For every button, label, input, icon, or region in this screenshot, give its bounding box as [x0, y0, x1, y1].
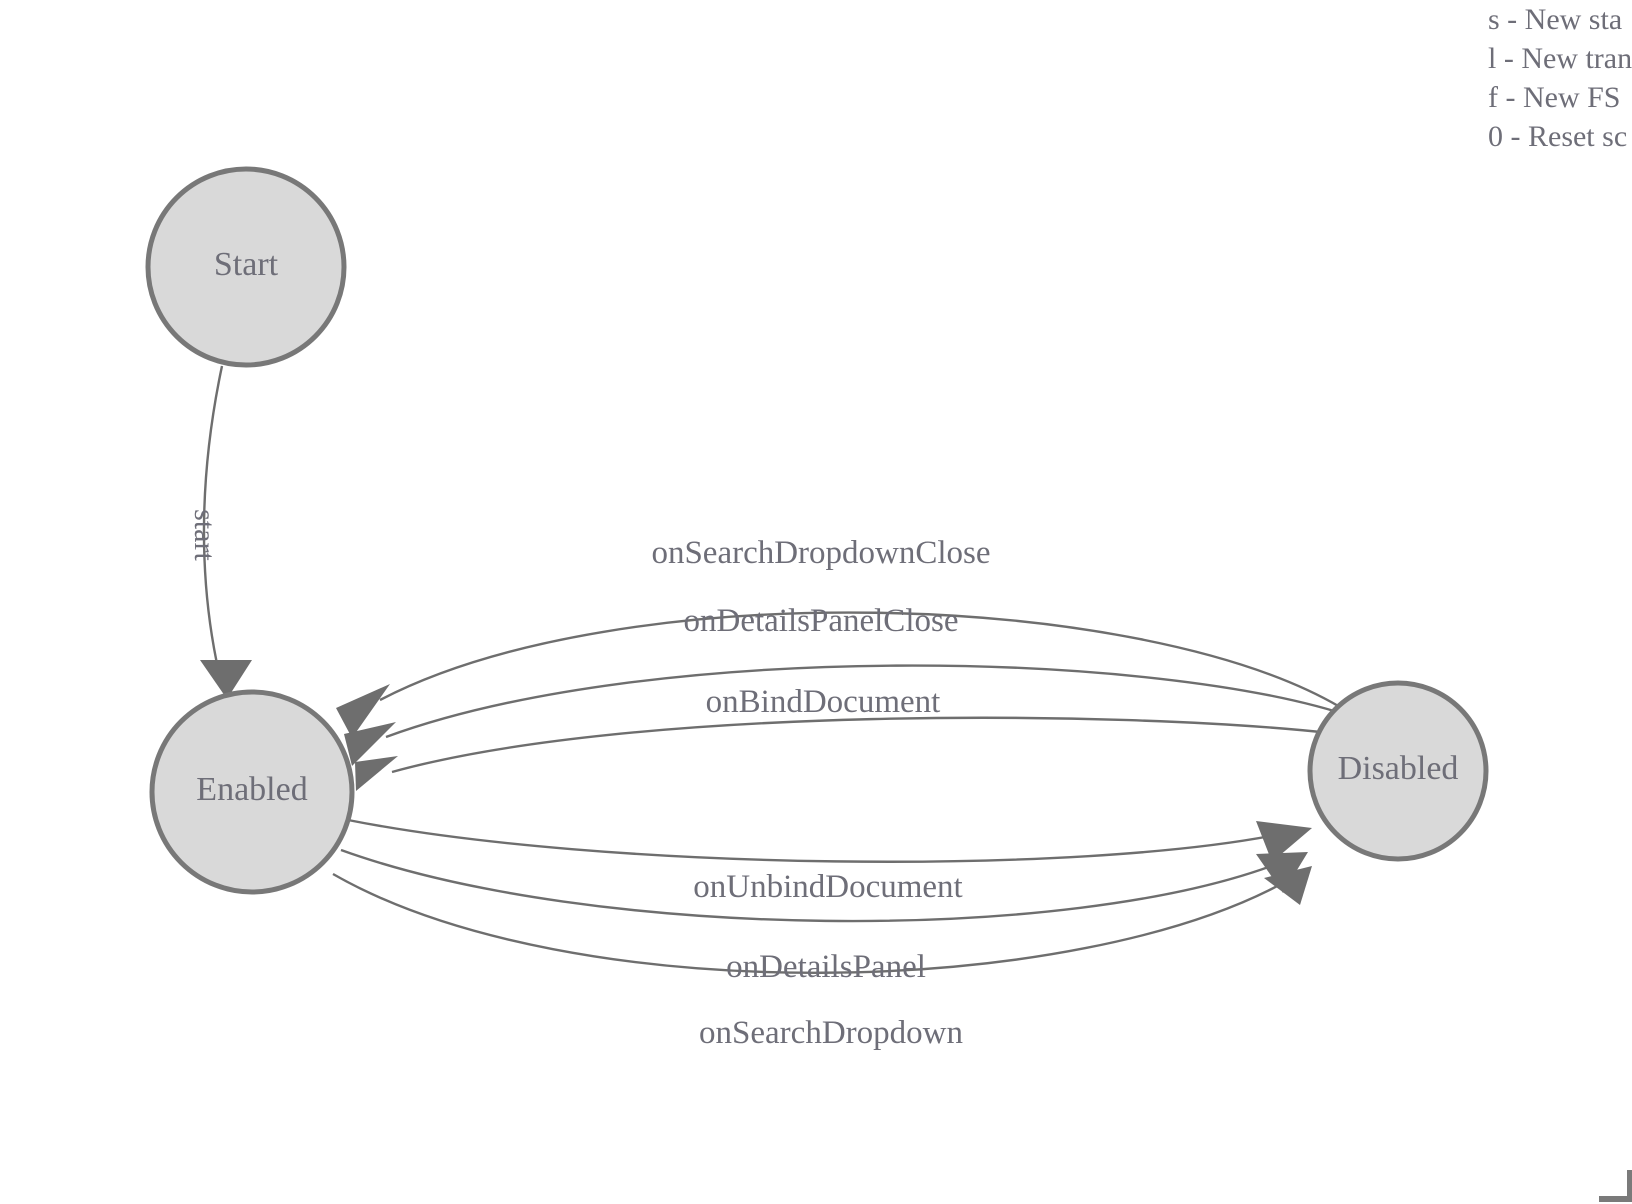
node-disabled-circle[interactable] — [1307, 680, 1489, 862]
edge-disabled-to-enabled-binddocument[interactable] — [355, 716, 1331, 791]
edge-label-onSearchDropdownClose: onSearchDropdownClose — [651, 535, 990, 571]
edge-enabled-to-disabled-unbinddocument[interactable] — [347, 818, 1312, 863]
edge-path-onDetailsPanel — [340, 848, 1283, 923]
edge-label-onUnbindDocument: onUnbindDocument — [693, 869, 962, 905]
node-disabled-label: Disabled — [1338, 750, 1459, 787]
node-enabled-label: Enabled — [196, 771, 307, 808]
edge-disabled-to-enabled-detailspanelclose[interactable] — [344, 664, 1357, 766]
edge-label-start: start — [188, 509, 221, 561]
edge-label-onDetailsPanel: onDetailsPanel — [726, 949, 926, 985]
edge-enabled-to-disabled-searchdropdown[interactable] — [332, 866, 1312, 974]
node-enabled-circle[interactable] — [149, 689, 355, 895]
arrowhead-onDetailsPanelClose — [344, 722, 396, 766]
node-disabled[interactable]: Disabled — [1307, 680, 1489, 862]
node-start[interactable]: Start — [145, 166, 347, 368]
edge-path-onSearchDropdownClose — [379, 611, 1341, 709]
edge-enabled-to-disabled-detailspanel[interactable] — [340, 848, 1308, 923]
edge-path-onDetailsPanelClose — [385, 664, 1357, 739]
edge-path-onSearchDropdown — [332, 872, 1293, 974]
edge-label-onSearchDropdown: onSearchDropdown — [699, 1015, 963, 1051]
node-start-label: Start — [214, 246, 279, 283]
arrowhead-onBindDocument — [355, 756, 398, 791]
node-enabled[interactable]: Enabled — [149, 689, 355, 895]
arrowhead-start-to-enabled — [200, 660, 252, 699]
edge-path-onUnbindDocument — [347, 818, 1287, 863]
arrowhead-onSearchDropdown — [1264, 866, 1312, 905]
edge-label-onDetailsPanelClose: onDetailsPanelClose — [684, 603, 959, 639]
edge-start-to-enabled[interactable] — [200, 365, 252, 699]
edge-disabled-to-enabled-searchdropdownclose[interactable] — [336, 611, 1341, 738]
arrowhead-onDetailsPanel — [1256, 852, 1308, 893]
arrowhead-onUnbindDocument — [1256, 821, 1312, 862]
vertical-scrollbar-thumb[interactable] — [1627, 1170, 1632, 1196]
edge-path-onBindDocument — [391, 716, 1331, 774]
node-start-circle[interactable] — [145, 166, 347, 368]
arrowhead-onSearchDropdownClose — [336, 684, 390, 738]
edge-path-start — [202, 365, 224, 687]
horizontal-scrollbar-thumb[interactable] — [1599, 1196, 1632, 1202]
edge-label-onBindDocument: onBindDocument — [706, 684, 941, 720]
